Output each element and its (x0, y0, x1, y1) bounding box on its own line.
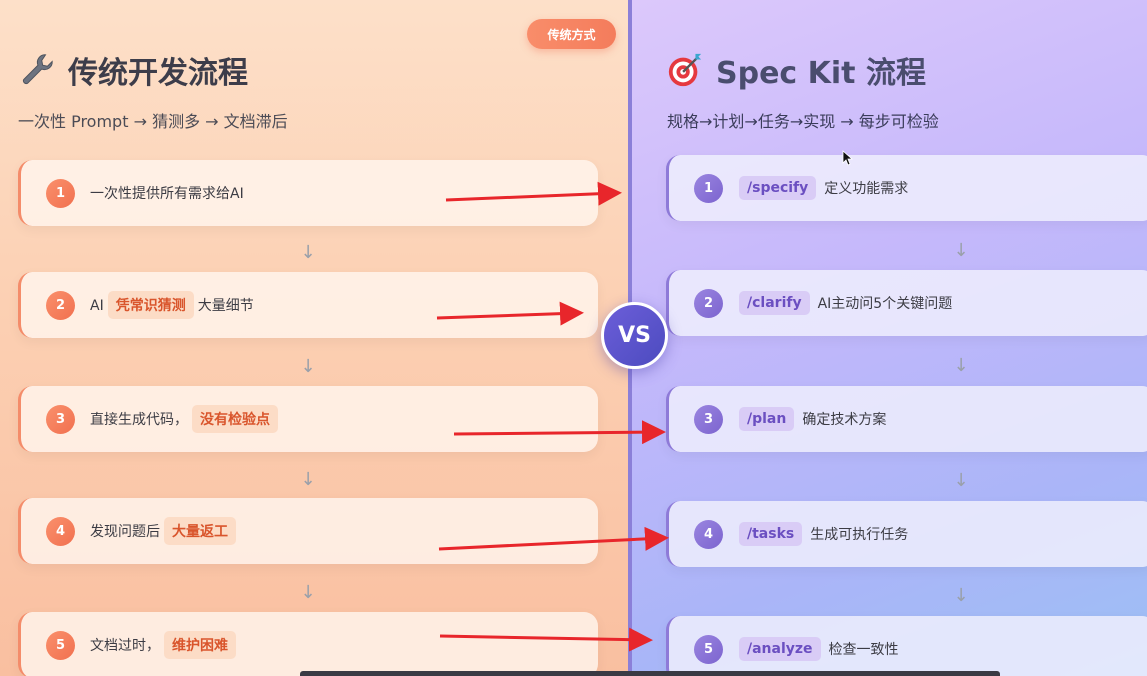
traditional-subtitle: 一次性 Prompt → 猜测多 → 文档滞后 (18, 112, 288, 131)
traditional-step-4: 4 发现问题后大量返工 (18, 498, 598, 564)
command-chip-tasks: /tasks (739, 522, 803, 546)
step-desc: 确定技术方案 (802, 412, 887, 428)
spec-kit-step-3: 3 /plan 确定技术方案 (666, 386, 1147, 452)
step-number: 4 (46, 516, 75, 546)
traditional-step-3: 3 直接生成代码，没有检验点 (18, 386, 598, 452)
down-arrow: ↓ (300, 242, 316, 263)
traditional-tag: 传统方式 (527, 19, 616, 49)
command-chip-analyze: /analyze (739, 637, 821, 661)
traditional-title: 传统开发流程 (18, 48, 248, 92)
step-number: 3 (46, 404, 75, 434)
annotation-arrow-4 (438, 526, 669, 551)
annotation-arrow-2 (436, 301, 584, 326)
annotation-arrow-5 (439, 627, 653, 652)
annotation-arrow-1 (445, 181, 622, 206)
step-number: 5 (694, 634, 723, 664)
command-chip-clarify: /clarify (739, 291, 810, 315)
command-chip-specify: /specify (739, 176, 817, 200)
step-number: 3 (694, 404, 723, 434)
traditional-step-1: 1 一次性提供所有需求给AI (18, 160, 598, 226)
down-arrow: ↓ (300, 356, 316, 377)
step-text-pre: 文档过时， (90, 638, 160, 654)
command-chip-plan: /plan (739, 407, 795, 431)
step-text-pre: AI (90, 298, 104, 314)
step-text-pre: 发现问题后 (90, 524, 160, 540)
step-highlight: 没有检验点 (192, 405, 278, 433)
spec-kit-step-4: 4 /tasks 生成可执行任务 (666, 501, 1147, 567)
spec-kit-step-5: 5 /analyze 检查一致性 (666, 616, 1147, 676)
mouse-cursor-icon (842, 150, 854, 166)
annotation-arrow-3 (453, 420, 666, 445)
spec-kit-title: Spec Kit 流程 (666, 48, 926, 92)
spec-kit-title-text: Spec Kit 流程 (716, 56, 926, 91)
step-text: 发现问题后大量返工 (90, 517, 240, 545)
down-arrow: ↓ (300, 469, 316, 490)
step-highlight: 维护困难 (164, 631, 236, 659)
step-highlight: 凭常识猜测 (107, 291, 194, 319)
step-number: 5 (46, 630, 75, 660)
wrench-icon (22, 54, 53, 85)
step-number: 2 (694, 288, 723, 318)
step-desc: 定义功能需求 (824, 181, 909, 197)
down-arrow: ↓ (953, 470, 969, 491)
step-number: 1 (46, 178, 75, 208)
bottom-overlay-bar (300, 671, 1000, 676)
spec-kit-step-1: 1 /specify 定义功能需求 (666, 155, 1147, 221)
traditional-title-text: 传统开发流程 (68, 56, 248, 91)
step-text: 直接生成代码，没有检验点 (90, 405, 282, 433)
vs-badge: VS (601, 302, 668, 369)
step-number: 4 (694, 519, 723, 549)
step-desc: 检查一致性 (828, 642, 899, 658)
step-number: 1 (694, 173, 723, 203)
down-arrow: ↓ (300, 582, 316, 603)
step-desc: AI主动问5个关键问题 (817, 296, 953, 312)
step-text-pre: 直接生成代码， (90, 412, 188, 428)
target-dart-icon (668, 53, 702, 87)
spec-kit-subtitle: 规格→计划→任务→实现 → 每步可检验 (667, 112, 939, 131)
down-arrow: ↓ (953, 585, 969, 606)
spec-kit-step-2: 2 /clarify AI主动问5个关键问题 (666, 270, 1147, 336)
down-arrow: ↓ (953, 240, 969, 261)
step-text-post: 大量细节 (197, 298, 254, 314)
step-text: 文档过时，维护困难 (90, 631, 240, 659)
traditional-step-5: 5 文档过时，维护困难 (18, 612, 598, 676)
step-number: 2 (46, 290, 75, 320)
down-arrow: ↓ (953, 355, 969, 376)
step-desc: 生成可执行任务 (810, 527, 909, 543)
step-text-pre: 一次性提供所有需求给AI (90, 186, 244, 202)
step-highlight: 大量返工 (164, 517, 236, 545)
step-text: 一次性提供所有需求给AI (90, 183, 244, 203)
